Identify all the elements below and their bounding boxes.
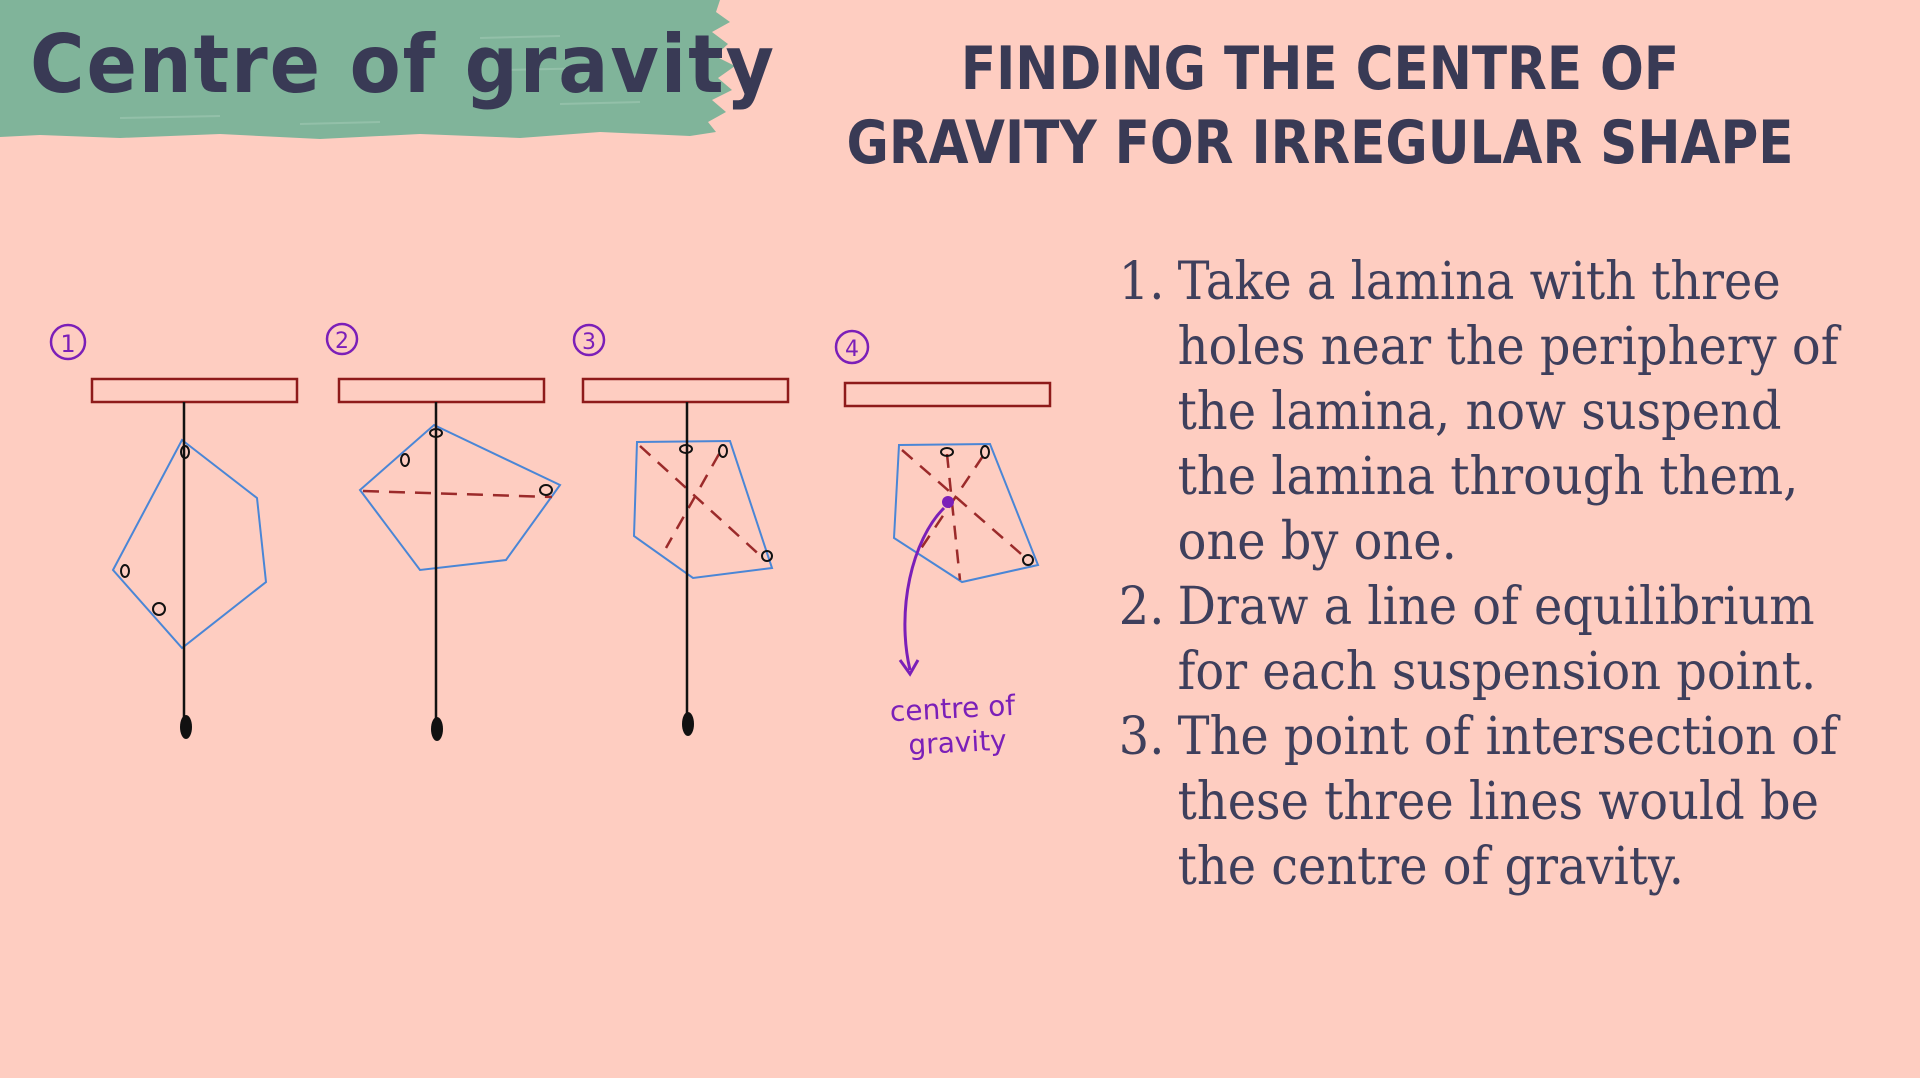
step-3-hole [718, 444, 728, 458]
step-2-plumb-bob [431, 717, 443, 741]
step-3-hole [679, 444, 693, 454]
step-4-dashed-line [901, 449, 1029, 561]
step-3-plumb-bob [682, 712, 694, 736]
step-4-hole [1022, 554, 1034, 566]
step-text: The point of intersection of these three… [1177, 707, 1838, 897]
step-3-circle [572, 323, 606, 357]
step-number: 3. [1118, 707, 1165, 767]
step-3-dashed-line [664, 453, 721, 549]
step-1-hole [120, 564, 130, 578]
step-4-hole [940, 447, 954, 457]
step-2-dashed-line [362, 489, 553, 499]
step-3-dashed-line [639, 445, 765, 560]
step-4-figure: 4 centre of gravity [834, 329, 1052, 762]
annotation-text-line1: centre of [889, 689, 1017, 729]
step-number: 2. [1118, 577, 1165, 637]
step-1-figure: 1 [49, 323, 299, 739]
step-1-stand-bar [90, 377, 299, 404]
step-4-stand-bar [843, 381, 1052, 408]
step-4-circle [834, 329, 870, 365]
centre-of-gravity-dot [942, 496, 954, 508]
brush-banner [0, 0, 735, 139]
step-2-circle [325, 322, 359, 356]
step-1-plumb-bob [180, 715, 192, 739]
topic-title: Centre of gravity [30, 18, 776, 111]
annotation-text-line2: gravity [908, 723, 1008, 761]
step-2-stand-bar [337, 377, 546, 404]
step-2-hole [429, 428, 443, 438]
list-item: 1. Take a lamina with three holes near t… [1119, 250, 1846, 575]
list-item: 2. Draw a line of equilibrium for each s… [1119, 575, 1846, 705]
step-text: Draw a line of equilibrium for each susp… [1177, 577, 1817, 702]
list-item: 3. The point of intersection of these th… [1119, 705, 1846, 900]
step-3-lamina [632, 439, 774, 580]
step-2-lamina [358, 423, 562, 572]
step-2-figure: 2 [325, 322, 562, 741]
step-2-hole [400, 453, 410, 467]
step-3-stand-bar [581, 377, 790, 404]
step-3-label: 3 [582, 330, 596, 355]
step-number: 1. [1118, 252, 1165, 312]
suspension-diagram: 1 2 3 [49, 322, 1052, 762]
step-1-lamina [111, 438, 268, 650]
step-1-circle [49, 323, 87, 361]
annotation-arrow [903, 506, 946, 671]
annotation-arrowhead [898, 659, 920, 677]
step-4-dashed-line [945, 453, 962, 581]
step-3-hole [761, 550, 773, 562]
step-1-hole [180, 445, 190, 459]
steps-list: 1. Take a lamina with three holes near t… [1119, 250, 1846, 900]
step-2-label: 2 [335, 329, 349, 354]
step-1-label: 1 [60, 330, 75, 358]
page-title: FINDING THE CENTRE OF GRAVITY FOR IRREGU… [846, 34, 1794, 178]
step-4-lamina [892, 442, 1040, 584]
step-4-hole [980, 445, 990, 459]
step-3-figure: 3 [572, 323, 790, 736]
step-2-hole [539, 484, 553, 496]
step-1-hole [152, 602, 166, 616]
step-4-label: 4 [845, 337, 859, 362]
step-text: Take a lamina with three holes near the … [1177, 252, 1839, 572]
